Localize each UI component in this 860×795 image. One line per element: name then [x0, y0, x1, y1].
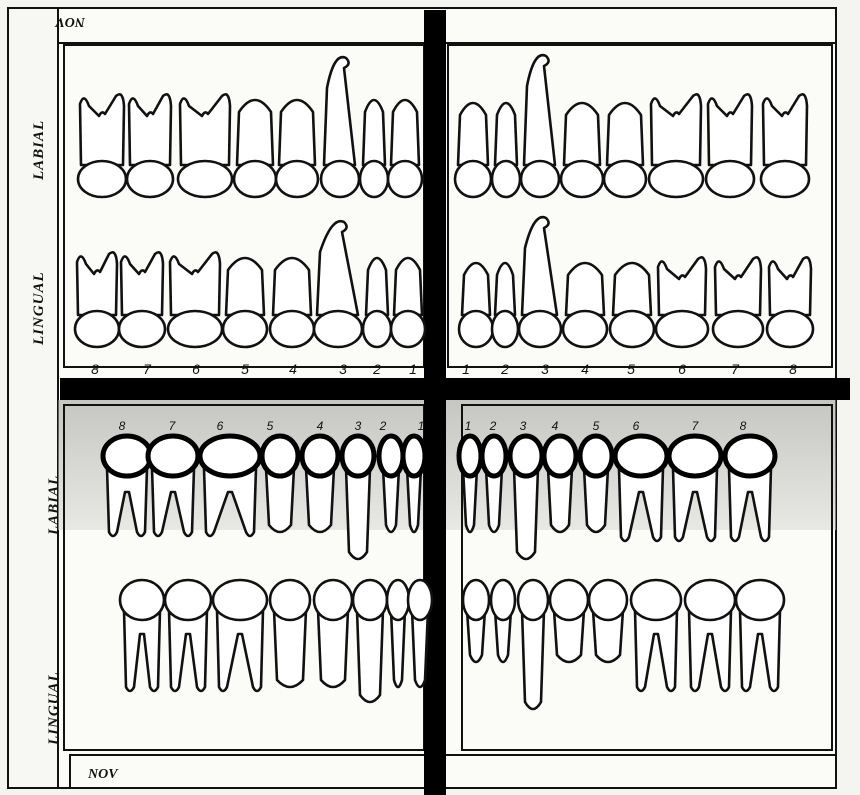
- upper-number-left-3: 3: [541, 361, 549, 377]
- upper-lingual-label: LINGUAL: [31, 271, 47, 346]
- lower-number-left-2: 2: [489, 419, 497, 433]
- upper-lingual-left-tooth-2: [492, 263, 518, 347]
- upper-lingual-left-tooth-1: [459, 263, 493, 347]
- bottom-code-band: [70, 755, 836, 788]
- lower-labial-right-tooth-5: [262, 436, 298, 532]
- lower-number-left-4: 4: [552, 419, 559, 433]
- lower-lingual-right-tooth-5: [270, 580, 310, 687]
- lower-labial-label: LABIAL: [46, 475, 62, 536]
- vertical-divider: [424, 10, 446, 795]
- upper-number-left-2: 2: [500, 361, 509, 377]
- lower-number-right-5: 5: [267, 419, 274, 433]
- upper-number-left-8: 8: [789, 361, 797, 377]
- upper-number-left-5: 5: [627, 361, 635, 377]
- lower-number-right-3: 3: [355, 419, 362, 433]
- upper-number-right-5: 5: [241, 361, 249, 377]
- lower-number-right-6: 6: [217, 419, 224, 433]
- upper-number-left-1: 1: [462, 361, 470, 377]
- upper-number-right-1: 1: [409, 361, 417, 377]
- upper-labial-left-tooth-2: [492, 103, 520, 197]
- horizontal-divider: [60, 378, 850, 400]
- upper-number-right-4: 4: [289, 361, 297, 377]
- upper-labial-left-tooth-4: [561, 103, 603, 197]
- upper-lingual-right-tooth-5: [223, 258, 267, 347]
- top-code-band: [58, 8, 836, 43]
- bottom-code: NOV: [87, 767, 119, 782]
- lower-number-left-6: 6: [633, 419, 640, 433]
- upper-lingual-right-tooth-4: [270, 258, 314, 347]
- upper-number-right-6: 6: [192, 361, 200, 377]
- upper-number-right-8: 8: [91, 361, 99, 377]
- lower-lingual-right-tooth-4: [314, 580, 352, 687]
- lower-lingual-left-tooth-5: [589, 580, 627, 662]
- lower-number-left-5: 5: [593, 419, 600, 433]
- upper-labial-right-tooth-4: [276, 100, 318, 197]
- lower-number-left-3: 3: [520, 419, 527, 433]
- upper-labial-right-tooth-5: [234, 100, 276, 197]
- lower-number-left-1: 1: [465, 419, 472, 433]
- lower-number-right-1: 1: [418, 419, 425, 433]
- upper-labial-right-tooth-2: [360, 100, 388, 197]
- upper-lingual-left-tooth-5: [610, 263, 654, 347]
- top-code: NOV: [54, 14, 86, 29]
- upper-labial-right-tooth-1: [388, 100, 422, 197]
- upper-lingual-left-tooth-4: [563, 263, 607, 347]
- lower-number-right-2: 2: [379, 419, 387, 433]
- lower-number-right-8: 8: [119, 419, 126, 433]
- lower-lingual-left-tooth-4: [550, 580, 588, 662]
- upper-lingual-right-tooth-1: [391, 258, 425, 347]
- upper-number-left-6: 6: [678, 361, 686, 377]
- upper-number-right-7: 7: [143, 361, 152, 377]
- upper-labial-left-tooth-1: [455, 103, 491, 197]
- upper-lingual-right-tooth-2: [363, 258, 391, 347]
- upper-number-left-4: 4: [581, 361, 589, 377]
- lower-number-left-8: 8: [740, 419, 747, 433]
- lower-labial-right-tooth-4: [302, 436, 338, 532]
- upper-number-right-2: 2: [372, 361, 381, 377]
- lower-number-right-4: 4: [317, 419, 324, 433]
- upper-number-right-3: 3: [339, 361, 347, 377]
- upper-labial-label: LABIAL: [31, 120, 47, 181]
- upper-number-left-7: 7: [731, 361, 740, 377]
- upper-labial-left-tooth-5: [604, 103, 646, 197]
- lower-lingual-label: LINGUAL: [46, 671, 62, 746]
